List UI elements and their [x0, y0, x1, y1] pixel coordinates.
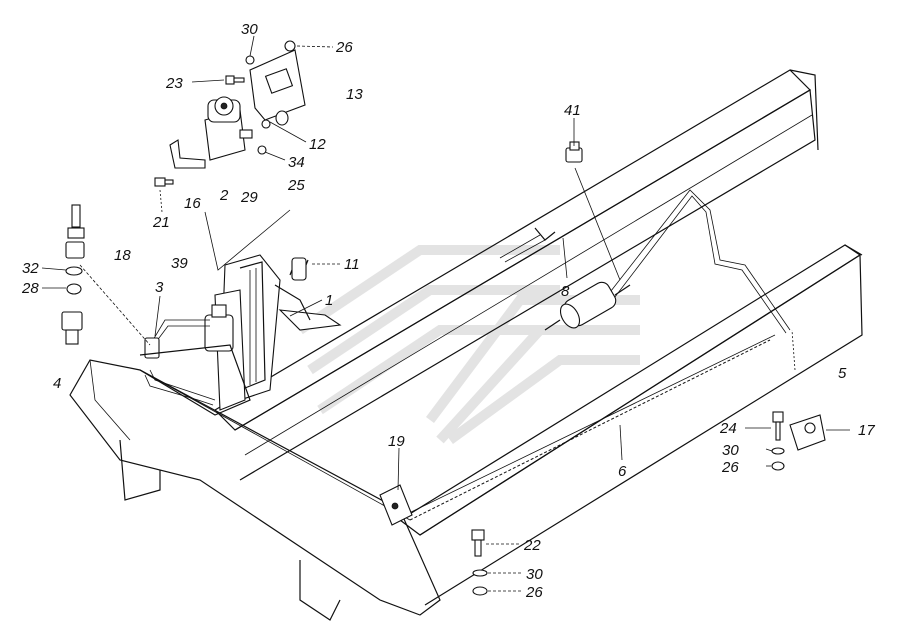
callout-26b: 26: [721, 459, 739, 476]
washer-30a: [245, 55, 255, 65]
bolt-23: [225, 75, 245, 85]
frame-rail-upper: [214, 69, 819, 481]
callout-17: 17: [858, 422, 875, 439]
bracket-19: [379, 484, 413, 526]
callout-13: 13: [346, 86, 363, 103]
callout-30b: 30: [722, 442, 739, 459]
callout-labels: 30 26 23 13 12 34 25 21 16 2 29 18 39 11…: [21, 21, 875, 601]
bracket-13: [249, 49, 306, 121]
callout-12: 12: [309, 136, 326, 153]
cross-member: [69, 359, 441, 621]
callout-24: 24: [719, 420, 737, 437]
bolt-21: [154, 177, 174, 187]
callout-3: 3: [155, 279, 164, 296]
washer-30c: [472, 569, 488, 577]
master-cylinder-pedal: [204, 304, 234, 352]
callout-22: 22: [523, 537, 541, 554]
cylinder-8: [544, 281, 631, 331]
callout-39: 39: [171, 255, 188, 272]
fitting-stack-left: [61, 204, 151, 346]
bolt-24: [772, 411, 784, 441]
watermark-logo: [297, 245, 640, 445]
cable-6: [409, 339, 771, 521]
callout-5: 5: [838, 365, 847, 382]
callout-41: 41: [564, 102, 581, 119]
callout-19: 19: [388, 433, 405, 450]
callout-21: 21: [152, 214, 170, 231]
callout-32: 32: [22, 260, 39, 277]
spring-11: [289, 257, 309, 281]
bracket-17: [789, 414, 826, 451]
callout-26a: 26: [335, 39, 353, 56]
washer-30b: [771, 447, 785, 455]
callout-34: 34: [288, 154, 305, 171]
bolt-22: [471, 529, 485, 557]
callout-8: 8: [561, 283, 570, 300]
nut-26b: [771, 461, 785, 471]
pedal-bracket: [214, 254, 342, 411]
callout-1: 1: [325, 292, 333, 309]
callout-23: 23: [165, 75, 183, 92]
reservoir-assembly: [169, 96, 253, 169]
callout-28: 28: [21, 280, 39, 297]
callout-25: 25: [287, 177, 305, 194]
callout-4: 4: [53, 375, 61, 392]
callout-2: 2: [219, 187, 229, 204]
sleeve-12: [275, 110, 289, 126]
callout-18: 18: [114, 247, 131, 264]
clip-34: [261, 119, 271, 129]
nut-26a: [284, 40, 296, 52]
callout-29: 29: [240, 189, 258, 206]
callout-11: 11: [344, 256, 360, 273]
callout-16: 16: [184, 195, 201, 212]
callout-26c: 26: [525, 584, 543, 601]
nut-26c: [472, 586, 488, 596]
washer-25: [257, 145, 267, 155]
callout-30c: 30: [526, 566, 543, 583]
mounting-plate: [139, 344, 251, 416]
callout-6: 6: [618, 463, 627, 480]
fitting-41: [565, 141, 583, 163]
callout-30a: 30: [241, 21, 258, 38]
frame-rail-lower: [398, 244, 863, 606]
pipe-run: [499, 189, 791, 334]
leader-lines: [41, 35, 850, 592]
